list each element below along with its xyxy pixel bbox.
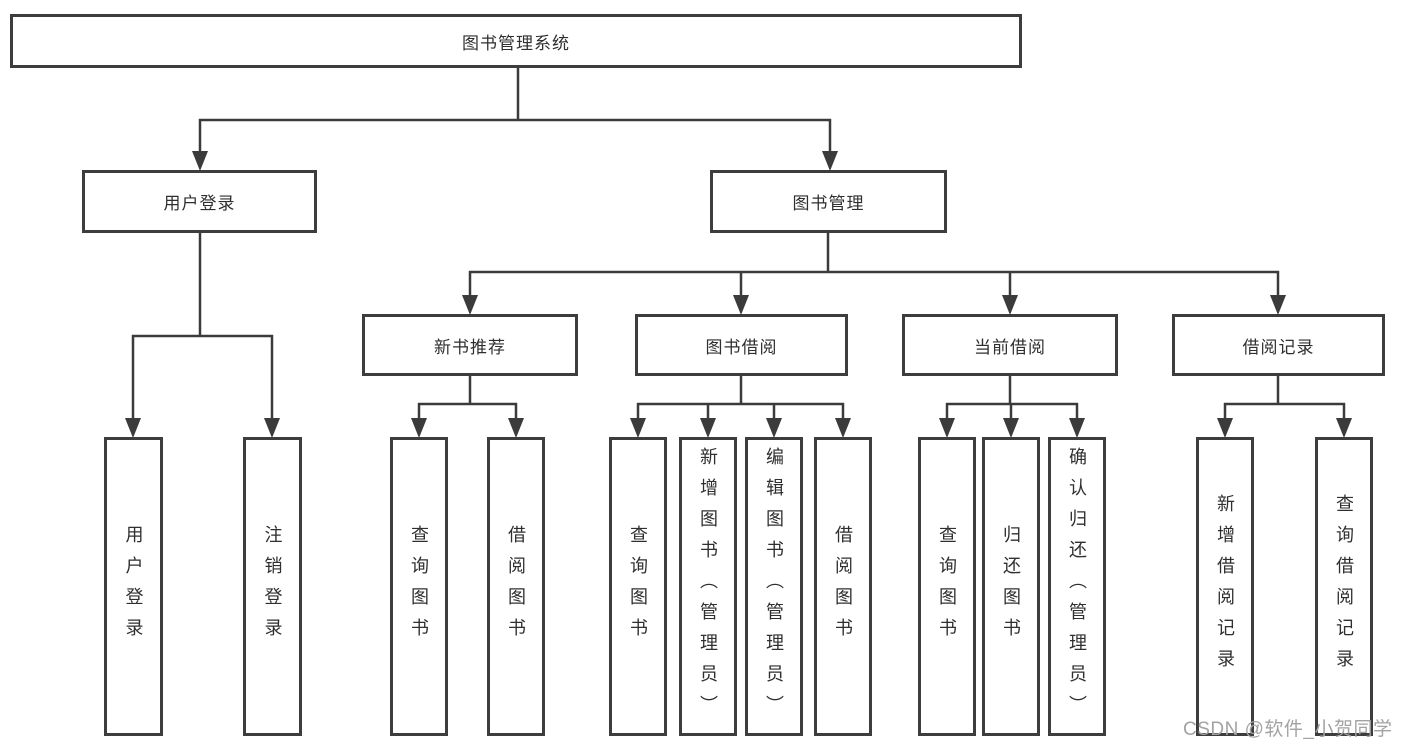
leaf-query-borrow-record: 查询借阅记录 <box>1315 437 1373 736</box>
leaf-query-books-borrow: 查询图书 <box>609 437 667 736</box>
leaf-label: 新增图书（管理员） <box>698 447 718 726</box>
leaf-label: 查询借阅记录 <box>1334 493 1354 680</box>
leaf-borrow-books-recommend: 借阅图书 <box>487 437 545 736</box>
leaf-label: 查询图书 <box>937 524 957 649</box>
node-book-management: 图书管理 <box>710 170 947 233</box>
leaf-label: 编辑图书（管理员） <box>764 447 784 726</box>
leaf-borrow-books: 借阅图书 <box>814 437 872 736</box>
node-user-login: 用户登录 <box>82 170 317 233</box>
leaf-query-books-current: 查询图书 <box>918 437 976 736</box>
leaf-label: 查询图书 <box>409 524 429 649</box>
leaf-label: 注销登录 <box>262 524 283 649</box>
leaf-logout: 注销登录 <box>243 437 302 736</box>
node-new-book-recommend: 新书推荐 <box>362 314 578 376</box>
leaf-return-book: 归还图书 <box>982 437 1040 736</box>
leaf-label: 用户登录 <box>123 524 144 649</box>
leaf-label: 归还图书 <box>1001 524 1021 649</box>
leaf-add-book-admin: 新增图书（管理员） <box>679 437 737 736</box>
leaf-query-books-recommend: 查询图书 <box>390 437 448 736</box>
csdn-watermark: CSDN @软件_小贺同学 <box>1183 719 1393 740</box>
leaf-confirm-return-admin: 确认归还（管理员） <box>1048 437 1106 736</box>
node-book-management-system: 图书管理系统 <box>10 14 1022 68</box>
node-book-borrow: 图书借阅 <box>635 314 848 376</box>
leaf-label: 借阅图书 <box>506 524 526 649</box>
leaf-add-borrow-record: 新增借阅记录 <box>1196 437 1254 736</box>
node-current-borrow: 当前借阅 <box>902 314 1118 376</box>
leaf-label: 查询图书 <box>628 524 648 649</box>
leaf-label: 确认归还（管理员） <box>1067 447 1087 726</box>
leaf-edit-book-admin: 编辑图书（管理员） <box>745 437 803 736</box>
leaf-label: 新增借阅记录 <box>1215 493 1235 680</box>
leaf-label: 借阅图书 <box>833 524 853 649</box>
leaf-user-login: 用户登录 <box>104 437 163 736</box>
arrowhead-icons <box>125 151 1352 438</box>
node-borrow-records: 借阅记录 <box>1172 314 1385 376</box>
